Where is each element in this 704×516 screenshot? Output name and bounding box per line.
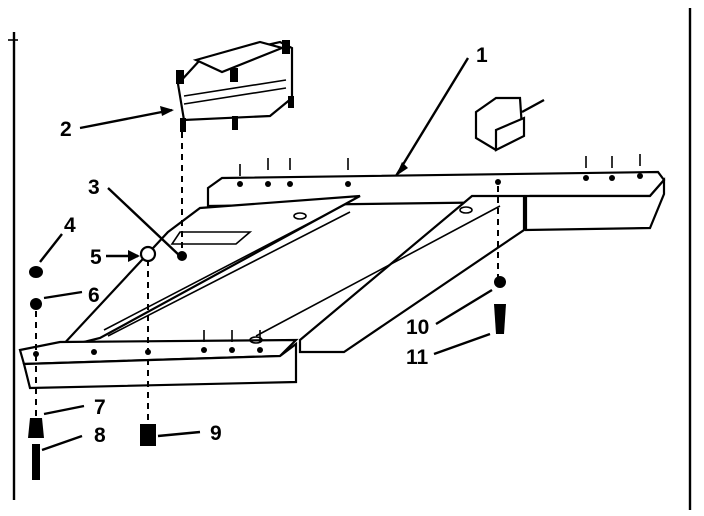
- callout-11: 11: [406, 346, 429, 369]
- callout-6: 6: [88, 284, 100, 307]
- callout-4: 4: [64, 214, 76, 237]
- relay-box-part: [176, 40, 294, 132]
- callout-8: 8: [94, 424, 106, 447]
- clip-part: [474, 96, 526, 152]
- callout-3: 3: [88, 176, 100, 199]
- callout-labels: 1 2 3 4 5 6 7 8 9 10 11: [60, 44, 488, 447]
- callout-10: 10: [406, 316, 429, 339]
- callout-9: 9: [210, 422, 222, 445]
- page-border: [8, 8, 692, 510]
- leader-lines: [39, 57, 545, 452]
- fasteners: [28, 245, 506, 480]
- callout-2: 2: [60, 118, 72, 141]
- callout-1: 1: [476, 44, 488, 67]
- frame-base-part: [18, 154, 666, 390]
- callout-5: 5: [90, 246, 102, 269]
- callout-7: 7: [94, 396, 106, 419]
- assembly-centerlines: [35, 132, 499, 420]
